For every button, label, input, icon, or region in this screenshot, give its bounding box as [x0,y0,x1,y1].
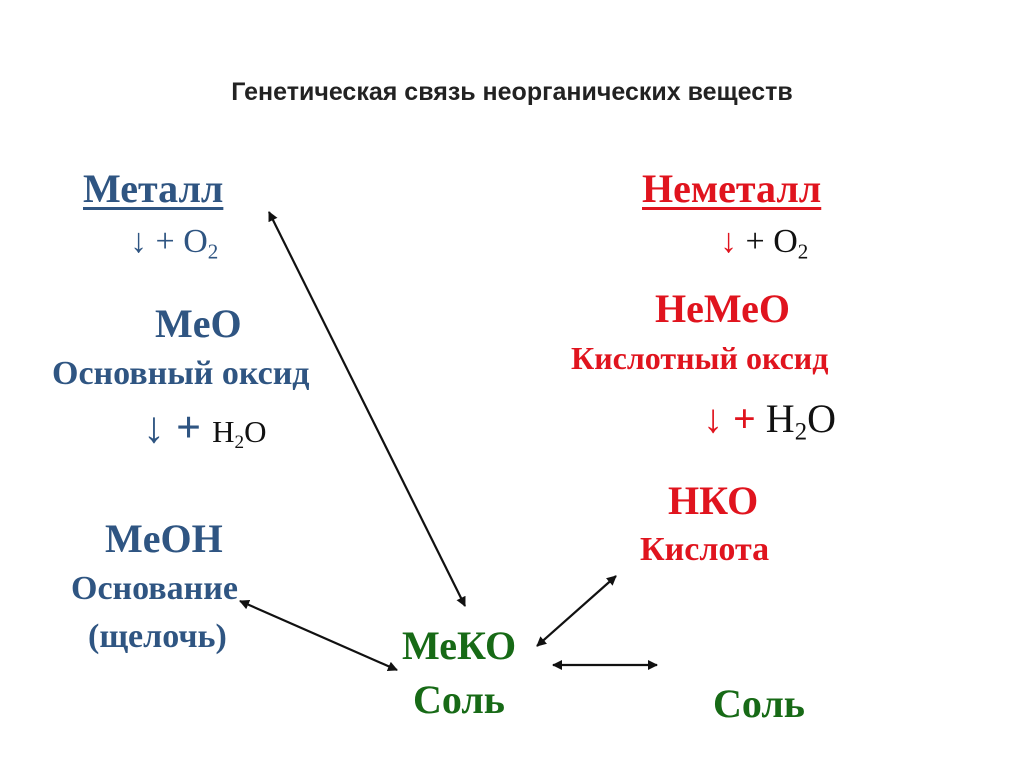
oxygen-subscript: 2 [207,239,219,264]
acidic-oxide-name: Кислотный оксид [571,340,829,376]
metal-salt-arrow [268,211,466,607]
down-arrow-icon: ↓ [720,223,737,260]
basic-oxide-formula: MeO [155,301,242,346]
plus-sign: + [745,223,765,260]
metal-oxygen-step: ↓ + O2 [130,223,218,264]
salt-formula: МеКО [402,623,517,668]
metal-water-step: ↓ + H2O [143,402,266,454]
page-title: Генетическая связь неорганических вещест… [231,78,793,106]
oxygen-subscript: 2 [797,239,809,264]
plus-sign: + [155,223,175,260]
nonmetal-label: Неметалл [642,166,822,211]
salt-name: Соль [413,677,505,722]
down-arrow-icon: ↓ [703,396,723,441]
plus-sign: + [176,403,202,452]
water-formula: H2O [212,414,267,453]
nonmetal-oxygen-step: ↓ + O2 [720,223,808,264]
base-salt-arrow [239,599,398,672]
basic-oxide-name: Основный оксид [52,355,310,392]
base-name: Основание [71,570,238,607]
acid-name: Кислота [640,531,770,568]
nonmetal-water-step: ↓ + H2O [703,395,836,446]
down-arrow-icon: ↓ [143,403,165,452]
acid-salt-arrow [536,575,617,647]
salt-name-right: Соль [713,681,805,726]
metal-label: Металл [83,166,224,211]
acid-formula: НКО [668,478,759,523]
acidic-oxide-formula: НеМеО [655,286,790,331]
down-arrow-icon: ↓ [130,223,147,260]
oxygen-symbol: O [183,223,208,260]
oxygen-symbol: O [773,223,798,260]
plus-sign: + [733,396,756,441]
base-alkali-note: (щелочь) [88,618,227,655]
water-formula: H2O [765,396,836,446]
base-formula: MeOH [105,516,223,561]
